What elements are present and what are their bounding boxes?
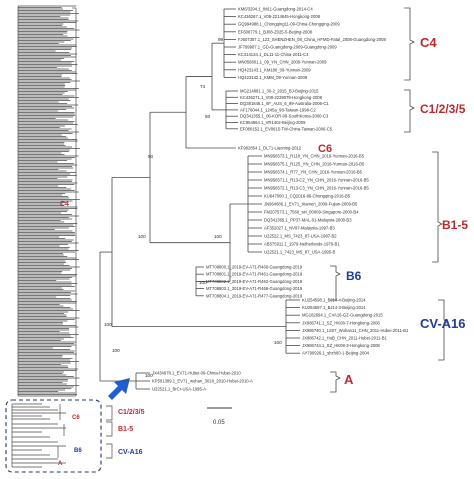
leaf-label: FM207573.1_7566_sin_00009-Singapore-2000… xyxy=(264,210,359,215)
leaf-label: AB575911.1_1979-Netherlands-1979-B1 xyxy=(264,242,340,247)
leaf-label: KC436267.1_V08-2214645-Hongkong-2008 xyxy=(238,14,321,19)
bootstrap-label: 50 xyxy=(148,154,154,159)
overview-c1235-bracket xyxy=(106,405,113,421)
a-leaf-labels: JX434678.1_EV71-Hubei-09-China-Hubei-201… xyxy=(152,371,253,392)
overview-mini-tree xyxy=(11,403,66,468)
leaf-label: JF799987.1_GD-Guangdong-2009-Guangdong-2… xyxy=(238,45,337,50)
leaf-label: AY790926.1_shzh00-1-Beijing-2004 xyxy=(302,351,370,356)
leaf-label: MN956574.1_R77_YN_CHN_2016-Yunnan-2016-B… xyxy=(264,170,363,175)
overview-cva16-label: CV-A16 xyxy=(118,449,143,456)
clade-b15-label: B1-5 xyxy=(442,218,468,232)
b6-bracket xyxy=(330,265,341,301)
c1235-bracket xyxy=(404,89,415,133)
clade-cva16-label: CV-A16 xyxy=(420,316,466,331)
clade-c1235-label: C1/2/3/5 xyxy=(420,102,466,116)
overview-b15-bracket xyxy=(106,421,113,437)
overview-b15-label: B1-5 xyxy=(118,426,133,433)
overview-c4-label: C4 xyxy=(60,201,69,208)
clade-brackets xyxy=(330,7,449,393)
leaf-label: AF176044.1_1245a_98-Taiwan-1998-C2 xyxy=(240,107,316,112)
b15-leaf-labels: MN956573.1_R118_YN_CHN_2016-Yunnan-2016-… xyxy=(264,154,369,255)
clade-c4-label: C4 xyxy=(420,35,437,50)
zoom-box xyxy=(5,399,102,473)
leaf-label: AF352027.1_NV97-Malaysia-1997-B3 xyxy=(264,226,335,231)
leaf-label: DQ381846.1_6F_AUS_6_99-Australia-2006-C1 xyxy=(240,101,329,106)
bootstrap-label: 100 xyxy=(274,340,282,345)
clade-c6-label: C6 xyxy=(318,143,332,155)
leaf-label: JX986742.1_HuB_CHN_2011-Hubei-2011-B1 xyxy=(302,336,387,341)
leaf-label: KM6/3294.1_IM11-Guangdong-2014-C4 xyxy=(238,7,313,12)
bootstrap-label: 100 xyxy=(145,373,153,378)
c6-leaf-labels: KF982854.1_DL71-Liaoning-2012 xyxy=(238,146,302,151)
bootstrap-label: 100 xyxy=(112,348,120,353)
overview-c6-label: C6 xyxy=(72,415,80,421)
leaf-label: KC414134.1_DL11-11-China-2011-C4 xyxy=(238,52,309,57)
leaf-label: MN956572.1_R13-C3_YN_CHN_2016-Yunnan-201… xyxy=(264,186,369,191)
a-bracket xyxy=(330,371,341,393)
leaf-label: MT708802.1_2019-EV-A71-R462-Guangdong-20… xyxy=(206,279,303,284)
leaf-label: HQ423143.1_KM186_09-Yunnan-2009 xyxy=(238,67,311,72)
leaf-label: U22522.1_MS_7423_87-USA-1987-B2 xyxy=(264,234,337,239)
bootstrap-label: 100 xyxy=(104,322,112,327)
b6-leaf-labels: MT708800.1_2019-EV-A71-R460-Guangdong-20… xyxy=(206,265,303,299)
leaf-label: MN956573.1_R118_YN_CHN_2016-Yunnan-2016-… xyxy=(264,154,365,159)
leaf-label: EF608779.1_BJ08-Z025-5-Beijing-2008 xyxy=(238,29,313,34)
cva16-leaf-labels: KU254598.1_BJ14-4-Beijing-2014KU254597.1… xyxy=(302,298,409,356)
overview-tree-branches xyxy=(17,5,80,397)
leaf-label: MT708803.1_2019-EV-A71-R466-Guangdong-20… xyxy=(206,286,303,291)
leaf-label: MT708804.1_2019-EV-A71-R477-Guangdong-20… xyxy=(206,293,303,298)
leaf-label: MG214881.1_30-2_2015_BJ-Beijing-2015 xyxy=(240,89,319,94)
leaf-label: JX986744.1_SZ_HK08-3-Hongkong-2008 xyxy=(302,343,380,348)
bootstrap-label: 99 xyxy=(218,37,224,42)
c4-bracket xyxy=(404,7,415,81)
b15-bracket xyxy=(432,151,443,263)
leaf-label: FJ607357.1_123_SHENZHEN_08_China_HFMD-Fa… xyxy=(238,37,386,42)
c1235-leaf-labels: MG214881.1_30-2_2015_BJ-Beijing-2015KC43… xyxy=(240,89,333,132)
bootstrap-label: 100 xyxy=(138,234,146,239)
bootstrap-label: 100 xyxy=(214,234,222,239)
c4-leaf-labels: KM6/3294.1_IM11-Guangdong-2014-C4KC43626… xyxy=(238,7,386,80)
leaf-label: HQ423142.1_KMM_09-Yunnan-2009 xyxy=(238,75,308,80)
leaf-label: KP501389.1_EV71_wuhan_3018_2010-Hubei-20… xyxy=(152,379,253,384)
leaf-label: KC954864.1_VR1402-Beijing-2009 xyxy=(240,120,306,125)
leaf-label: JX434678.1_EV71-Hubei-09-China-Hubei-201… xyxy=(152,371,241,376)
overview-b6-label: B6 xyxy=(74,448,82,454)
leaf-label: GQ994988.1_Chongqing11-09-China-Chongqin… xyxy=(238,22,340,27)
scale-bar-label: 0.05 xyxy=(213,420,225,426)
leaf-label: MT708800.1_2019-EV-A71-R460-Guangdong-20… xyxy=(206,265,303,270)
cva16-bracket xyxy=(438,299,449,361)
leaf-label: JX986740.1_1S07_Wuhan11_CHN_2011-Hubei-2… xyxy=(302,328,409,333)
overview-cva16-bracket xyxy=(106,443,113,459)
leaf-label: MT708801.1_2019-EV-A71-R461-Guangdong-20… xyxy=(206,272,303,277)
clade-a-label: A xyxy=(344,372,354,387)
leaf-label: MN956575.1_R125_YN_CHN_2016-Yunnan-2016-… xyxy=(264,162,365,167)
detail-tree-branches xyxy=(99,8,300,390)
clade-b6-label: B6 xyxy=(346,269,362,283)
leaf-label: MN056801.1_09_YN_CHN_2009-Yunnan-2009 xyxy=(238,60,327,65)
leaf-label: EF080152.1_EV0615-TW-China-Taiwan-2006-C… xyxy=(240,126,333,131)
leaf-label: U22521.1_BrCr-USA-1995-A xyxy=(152,387,206,392)
leaf-label: KF982854.1_DL71-Liaoning-2012 xyxy=(238,146,302,151)
leaf-label: KU647000.1_CQ2016-86-Chongqing-2016-B5 xyxy=(264,194,351,199)
leaf-label: KC436271.1_V08-2239079-Hongkong-2008 xyxy=(240,95,323,100)
leaf-label: MN956571.1_R13-C2_YN_CHN_2016-Yunnan-201… xyxy=(264,178,369,183)
overview-c1235-label: C1/2/3/5 xyxy=(118,409,145,416)
zoom-arrow-icon xyxy=(108,378,130,400)
bootstrap-label: 93 xyxy=(205,114,211,119)
leaf-label: DQ341365.1_PP37-MAL-01-Malaysia-2000-B3 xyxy=(264,218,352,223)
leaf-label: MG182694.1_CVA16-GZ-Guangdong-2015 xyxy=(302,313,383,318)
leaf-label: U22521.1_7423_MS_87_USA-1995-B xyxy=(264,250,335,255)
overview-a-label: A xyxy=(58,461,63,467)
bootstrap-label: 100 xyxy=(199,280,207,285)
leaf-label: DQ341355.1_06-KOR-00-SouthKorea-2000-C3 xyxy=(240,114,329,119)
leaf-label: JN964686.1_EV71_Xiamen_2009-Fujian-2009-… xyxy=(264,202,358,207)
leaf-label: KU254597.1_BJ14-3-Beijing-2014 xyxy=(302,305,366,310)
leaf-label: JX986741.1_SZ_HK08-7-Hongkong-2008 xyxy=(302,320,380,325)
bootstrap-label: 74 xyxy=(200,84,206,89)
